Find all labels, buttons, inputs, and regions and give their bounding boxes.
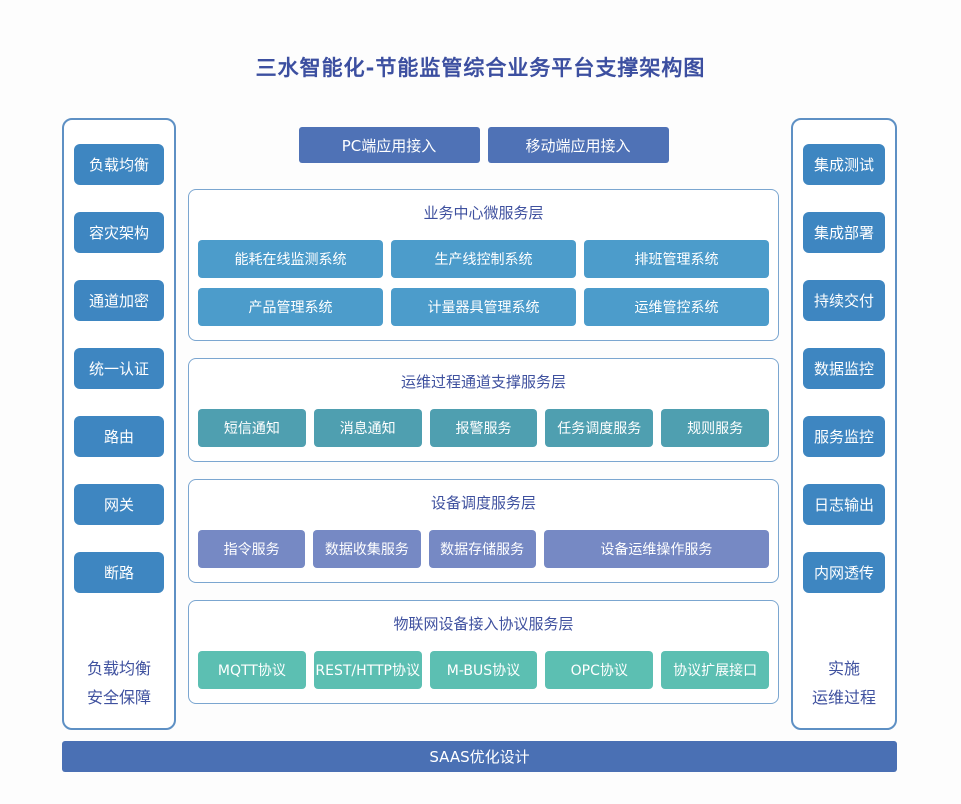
service-layer-title: 运维过程通道支撑服务层: [400, 373, 566, 391]
right-panel-caption-line: 运维过程: [811, 688, 876, 707]
left-panel-item: 路由: [74, 416, 164, 457]
left-panel-load-balance-security: 负载均衡容灾架构通道加密统一认证路由网关断路 负载均衡 安全保障: [62, 118, 176, 730]
service-box: 数据存储服务: [428, 530, 536, 568]
right-panel-item: 内网透传: [803, 552, 885, 593]
diagram-body: 负载均衡容灾架构通道加密统一认证路由网关断路 负载均衡 安全保障 PC端应用接入…: [62, 118, 897, 730]
service-box: 能耗在线监测系统: [198, 240, 383, 278]
service-box: MQTT协议: [198, 651, 306, 689]
service-button-row: 短信通知消息通知报警服务任务调度服务规则服务: [198, 409, 769, 447]
left-panel-caption: 负载均衡 安全保障: [87, 654, 151, 712]
right-panel-item: 日志输出: [803, 484, 885, 525]
left-panel-item: 断路: [74, 552, 164, 593]
service-button-row: 指令服务数据收集服务数据存储服务设备运维操作服务: [198, 530, 769, 568]
service-box: 任务调度服务: [545, 409, 654, 447]
service-box: 指令服务: [198, 530, 306, 568]
service-layer-title: 设备调度服务层: [430, 494, 536, 512]
service-box: 报警服务: [429, 409, 538, 447]
center-column: PC端应用接入移动端应用接入 业务中心微服务层能耗在线监测系统生产线控制系统排班…: [188, 118, 779, 704]
right-panel-caption: 实施 运维过程: [812, 654, 876, 712]
right-panel-implementation-ops: 集成测试集成部署持续交付数据监控服务监控日志输出内网透传 实施 运维过程: [791, 118, 897, 730]
left-panel-caption-line: 负载均衡: [86, 659, 151, 678]
service-box: 运维管控系统: [584, 288, 769, 326]
service-layer-title: 业务中心微服务层: [423, 204, 544, 222]
service-box: 短信通知: [198, 409, 306, 447]
left-panel-item: 负载均衡: [74, 144, 164, 185]
service-box: 计量器具管理系统: [391, 288, 576, 326]
right-panel-item: 服务监控: [803, 416, 885, 457]
service-box: 协议扩展接口: [661, 651, 769, 689]
service-layer: 运维过程通道支撑服务层短信通知消息通知报警服务任务调度服务规则服务: [188, 358, 779, 462]
service-box: 消息通知: [313, 409, 422, 447]
service-box: 排班管理系统: [584, 240, 769, 278]
left-panel-item: 通道加密: [74, 280, 164, 321]
right-panel-caption-line: 实施: [827, 659, 860, 678]
app-access-button: PC端应用接入: [298, 127, 480, 163]
right-panel-item: 集成部署: [803, 212, 885, 253]
service-button-row: 能耗在线监测系统生产线控制系统排班管理系统: [198, 240, 769, 278]
app-access-row: PC端应用接入移动端应用接入: [188, 127, 779, 163]
right-panel-item: 持续交付: [803, 280, 885, 321]
service-box: OPC协议: [545, 651, 654, 689]
service-box: M-BUS协议: [429, 651, 538, 689]
app-access-button: 移动端应用接入: [487, 127, 669, 163]
left-panel-item: 网关: [74, 484, 164, 525]
page-title: 三水智能化-节能监管综合业务平台支撑架构图: [255, 56, 706, 80]
service-box: 数据收集服务: [313, 530, 421, 568]
service-button-row: 产品管理系统计量器具管理系统运维管控系统: [198, 288, 769, 326]
service-layer-title: 物联网设备接入协议服务层: [393, 615, 574, 633]
service-box: 生产线控制系统: [391, 240, 576, 278]
service-layer: 业务中心微服务层能耗在线监测系统生产线控制系统排班管理系统产品管理系统计量器具管…: [188, 189, 779, 341]
service-layers: 业务中心微服务层能耗在线监测系统生产线控制系统排班管理系统产品管理系统计量器具管…: [188, 189, 779, 704]
service-box: 规则服务: [661, 409, 769, 447]
right-panel-item: 数据监控: [803, 348, 885, 389]
right-panel-item: 集成测试: [803, 144, 885, 185]
service-layer: 设备调度服务层指令服务数据收集服务数据存储服务设备运维操作服务: [188, 479, 779, 583]
saas-optimization-bar: SAAS优化设计: [62, 741, 897, 772]
service-box: 设备运维操作服务: [543, 530, 769, 568]
left-panel-caption-line: 安全保障: [86, 688, 151, 707]
service-box: REST/HTTP协议: [313, 651, 422, 689]
service-box: 产品管理系统: [198, 288, 383, 326]
left-panel-item: 容灾架构: [74, 212, 164, 253]
left-panel-item: 统一认证: [74, 348, 164, 389]
